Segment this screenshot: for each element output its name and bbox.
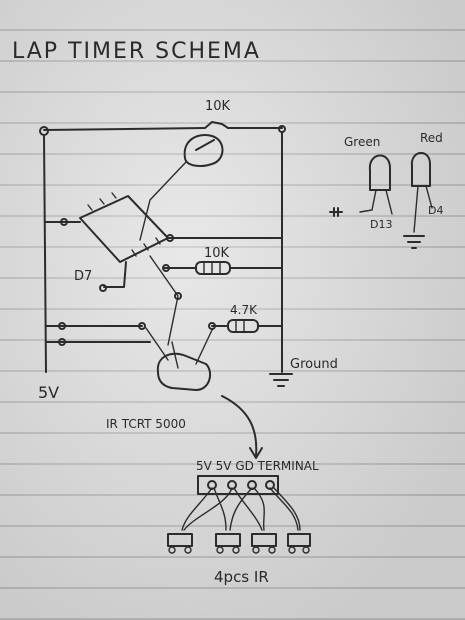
left-upper-end (138, 322, 146, 330)
ground-symbol (269, 373, 293, 387)
ir-sensor-label: IR TCRT 5000 (106, 417, 186, 431)
d7-wire (103, 261, 127, 288)
pot-label: 10K (205, 99, 231, 114)
ground-label: Ground (290, 357, 338, 372)
ir-sensor-1 (167, 533, 193, 554)
terminal-label: 5V 5V GD TERMINAL (196, 459, 319, 473)
d13-label: D13 (370, 218, 392, 231)
top-rail (43, 127, 283, 131)
ir-sensor-4 (287, 533, 311, 554)
green-led-ground (329, 207, 343, 217)
potentiometer-body (183, 134, 224, 167)
potentiometer-wiper (195, 121, 229, 151)
d7-node (99, 284, 107, 292)
ir-sensor-2 (215, 533, 241, 554)
green-led (368, 154, 391, 191)
red-led-ground (403, 235, 425, 249)
terminal-arrow-head (249, 447, 263, 459)
diagram-title: LAP TIMER SCHEMA (12, 39, 261, 64)
ir-sensor-leads (145, 327, 213, 369)
small-resistor (227, 319, 259, 333)
d7-label: D7 (74, 269, 92, 284)
red-led-label: Red (420, 131, 443, 145)
ir-count-label: 4pcs IR (214, 568, 269, 586)
small-resistor-label: 4.7K (230, 303, 258, 317)
junction-node (174, 292, 182, 300)
small-resistor-node (208, 322, 216, 330)
pot-wire (139, 161, 187, 241)
ic-left-node (60, 218, 68, 226)
ic-sensor-wire (149, 255, 179, 346)
green-led-label: Green (344, 135, 380, 149)
ic-pins-bottom (131, 237, 161, 257)
ic-right-node (166, 234, 174, 242)
5v-label: 5V (38, 383, 59, 402)
ir-wires (181, 487, 301, 531)
green-led-legs (359, 189, 393, 215)
d4-label: D4 (428, 204, 443, 217)
left-lower-node (58, 338, 66, 346)
mid-resistor-label: 10K (204, 246, 230, 261)
red-led (410, 152, 431, 187)
mid-resistor-bands (203, 261, 221, 275)
ic-chip (79, 195, 169, 263)
ir-sensor-3 (251, 533, 277, 554)
red-led-legs (413, 185, 433, 233)
left-upper-node (58, 322, 66, 330)
terminal-arrow-line (221, 395, 258, 457)
small-resistor-bands (235, 319, 245, 333)
ir-sensor-body (156, 352, 212, 391)
mid-resistor (195, 261, 231, 275)
left-rail (43, 134, 47, 373)
mid-resistor-node (162, 264, 170, 272)
ic-pins-top (87, 192, 117, 211)
